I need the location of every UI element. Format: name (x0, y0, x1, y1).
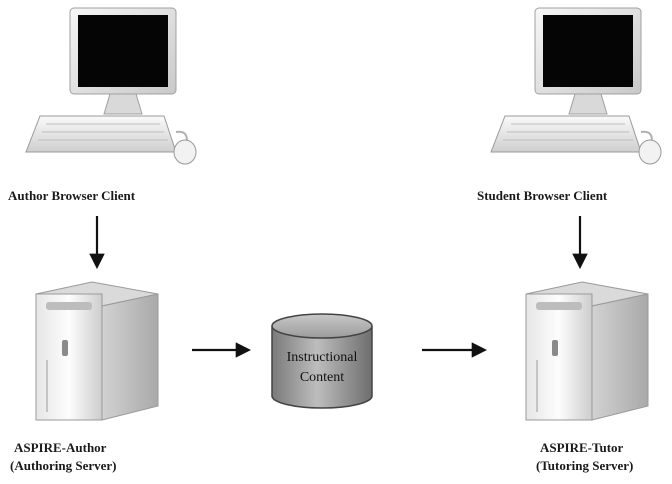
author-server-role: (Authoring Server) (10, 458, 117, 473)
tutor-server-icon (525, 281, 649, 421)
author-desktop-icon (25, 7, 197, 165)
tutor-server-name: ASPIRE-Tutor (540, 440, 624, 455)
content-db-line1: Instructional (286, 350, 358, 365)
student-client-label: Student Browser Client (477, 188, 608, 203)
database-cylinder-icon (271, 313, 373, 409)
content-db-label: Instructional Content (272, 348, 372, 388)
tutor-server-role: (Tutoring Server) (536, 458, 634, 473)
author-client-label: Author Browser Client (8, 188, 136, 203)
author-server-icon (35, 281, 159, 421)
author-server-name: ASPIRE-Author (14, 440, 107, 455)
student-desktop-icon (490, 7, 662, 165)
content-db-line2: Content (299, 370, 345, 385)
